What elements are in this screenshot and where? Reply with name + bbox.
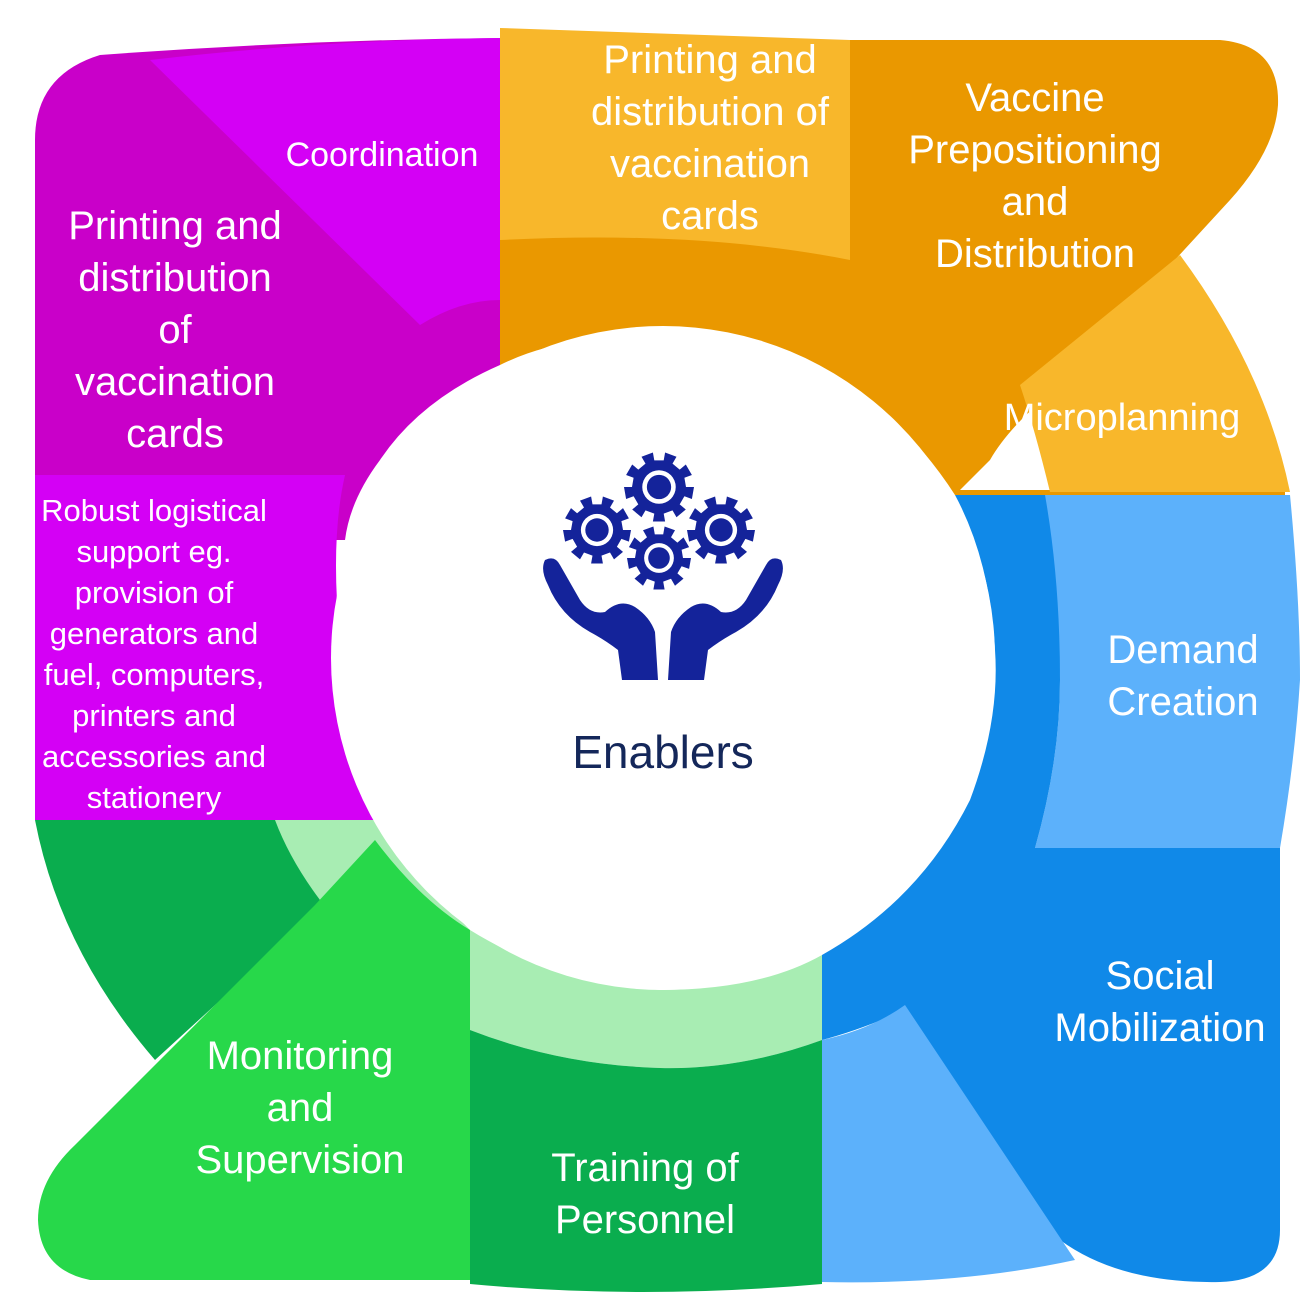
segment-training-shape	[470, 1030, 822, 1292]
segment-monitoring-shape	[38, 840, 470, 1280]
label-social: Social Mobilization	[1054, 954, 1266, 1050]
segment-demand-shape	[955, 495, 1300, 848]
segment-coordination-shape	[150, 38, 500, 325]
segment-social-shape	[822, 495, 1280, 1283]
label-demand: Demand Creation	[1107, 628, 1259, 724]
segment-social-accent-shape	[822, 1005, 1075, 1283]
label-vaccine: Vaccine Prepositioning and Distribution	[908, 76, 1162, 276]
segment-cards-top-shape	[500, 28, 850, 260]
left-hand-icon	[543, 558, 658, 680]
hands-holding-gears-icon	[543, 452, 783, 680]
label-cards-left: Printing and distribution of vaccination…	[68, 204, 282, 456]
segment-pale-ring-shape	[275, 820, 822, 1069]
gear-right-hub	[709, 518, 733, 542]
label-logistics: Robust logistical support eg. provision …	[41, 493, 267, 815]
segment-logistics-shape	[35, 475, 385, 820]
gear-left-hub	[585, 518, 609, 542]
label-cards-top: Printing and distribution of vaccination…	[591, 38, 829, 238]
segment-microplanning-shape	[1020, 255, 1290, 492]
label-monitoring: Monitoring and Supervision	[195, 1034, 405, 1182]
center-circle	[331, 326, 995, 990]
gear-bottom-hub	[648, 547, 670, 569]
center-title: Enablers	[572, 726, 754, 778]
gear-top-hub	[646, 474, 672, 500]
label-microplanning: Microplanning	[1003, 397, 1241, 439]
segment-lower-green-shape	[35, 820, 330, 1060]
label-training: Training of Personnel	[551, 1146, 739, 1242]
label-coordination: Coordination	[285, 136, 479, 174]
segment-vaccine-shape	[500, 40, 1285, 495]
right-hand-icon	[668, 558, 783, 680]
